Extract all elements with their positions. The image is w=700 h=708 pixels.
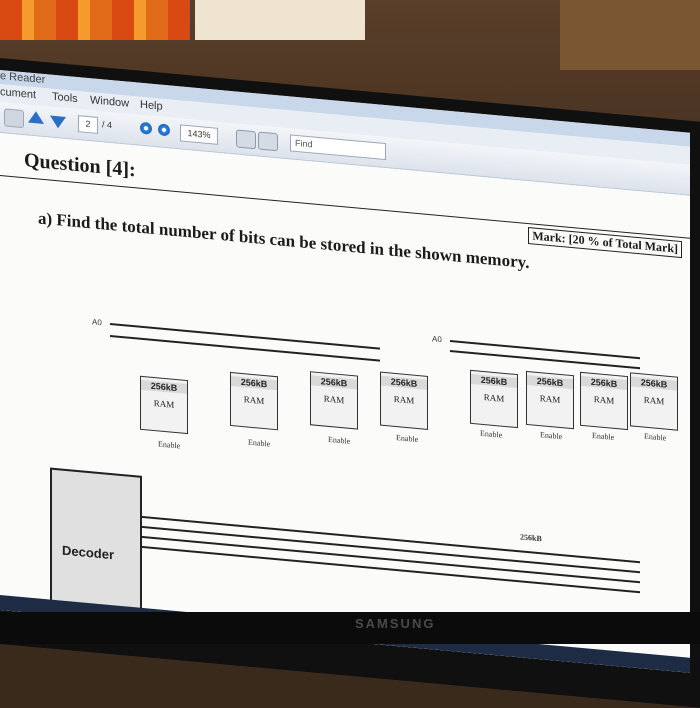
fit-width-icon[interactable] [258,131,278,152]
ram-chip: 256kB RAM [526,370,574,430]
address-label: A0 [432,334,442,345]
enable-label: Enable [158,439,181,451]
decoder-output-line [140,525,640,574]
chip-type-label: RAM [153,397,175,410]
address-bus-line [450,339,640,360]
enable-label: Enable [396,433,419,445]
chip-type-label: RAM [593,394,615,406]
menu-item-tools[interactable]: Tools [52,90,78,106]
zoom-out-icon[interactable] [140,121,152,135]
brand-label: SAMSUNG [355,616,436,631]
next-page-icon[interactable] [50,115,66,130]
zoom-level-input[interactable]: 143% [180,124,218,145]
question-a-text: a) Find the total number of bits can be … [38,208,530,273]
chip-size-label: 256kB [527,374,573,390]
fit-page-icon[interactable] [236,129,256,150]
chip-size-label: 256kB [631,376,677,391]
chip-size-label: 256kB [141,379,187,395]
address-bus-line [110,335,380,362]
chip-size-label: 256kB [311,375,357,390]
ram-chip: 256kB RAM [310,371,358,430]
previous-page-icon[interactable] [28,110,44,125]
question-title: Question [4]: [24,149,136,182]
monitor-screen: e Reader cument Tools Window Help 2 / 4 … [0,70,690,673]
mark-label: Mark: [20 % of Total Mark] [528,227,682,259]
enable-label: Enable [328,434,351,446]
chip-size-label: 256kB [471,373,517,389]
chip-size-label: 256kB [581,375,627,391]
decoder-output-line [140,535,640,584]
enable-label: Enable [644,431,667,443]
ram-chip: 256kB RAM [470,369,518,429]
chip-type-label: RAM [483,392,505,404]
chip-type-label: RAM [643,394,665,407]
address-bus-line [110,323,380,350]
address-label: A0 [92,317,102,328]
ram-chip: 256kB RAM [380,371,428,430]
ram-chip: 256kB RAM [580,371,628,431]
decoder-output-line [140,515,640,564]
chip-type-label: RAM [539,393,561,405]
window-light [195,0,365,40]
chip-type-label: RAM [243,394,265,407]
page-number-input[interactable]: 2 [78,115,98,134]
enable-label: Enable [480,428,503,440]
curtain [0,0,190,40]
document-page: Question [4]: Mark: [20 % of Total Mark]… [0,133,690,673]
ram-chip: 256kB RAM [630,372,678,431]
shelf [560,0,700,70]
chip-size-label: 256kB [231,376,277,391]
enable-label: Enable [592,430,615,442]
ram-chip: 256kB RAM [230,371,278,431]
address-bus-line [450,349,640,370]
zoom-in-icon[interactable] [158,123,170,137]
ram-chip: 256kB RAM [140,375,188,435]
menu-item-help[interactable]: Help [140,98,163,113]
menu-item-window[interactable]: Window [90,94,130,110]
find-input[interactable]: Find [290,134,386,161]
page-total: / 4 [102,119,113,131]
menu-item-document[interactable]: cument [0,86,37,102]
bus-label: 256kB [520,532,542,544]
decoder-label: Decoder [62,542,115,563]
enable-label: Enable [248,437,271,449]
chip-type-label: RAM [393,393,415,406]
monitor-bottom-bezel [0,612,700,644]
chip-type-label: RAM [323,393,345,406]
decoder-output-line [140,545,640,594]
enable-label: Enable [540,430,563,442]
chip-size-label: 256kB [381,375,427,390]
toolbar-button[interactable] [4,108,24,129]
